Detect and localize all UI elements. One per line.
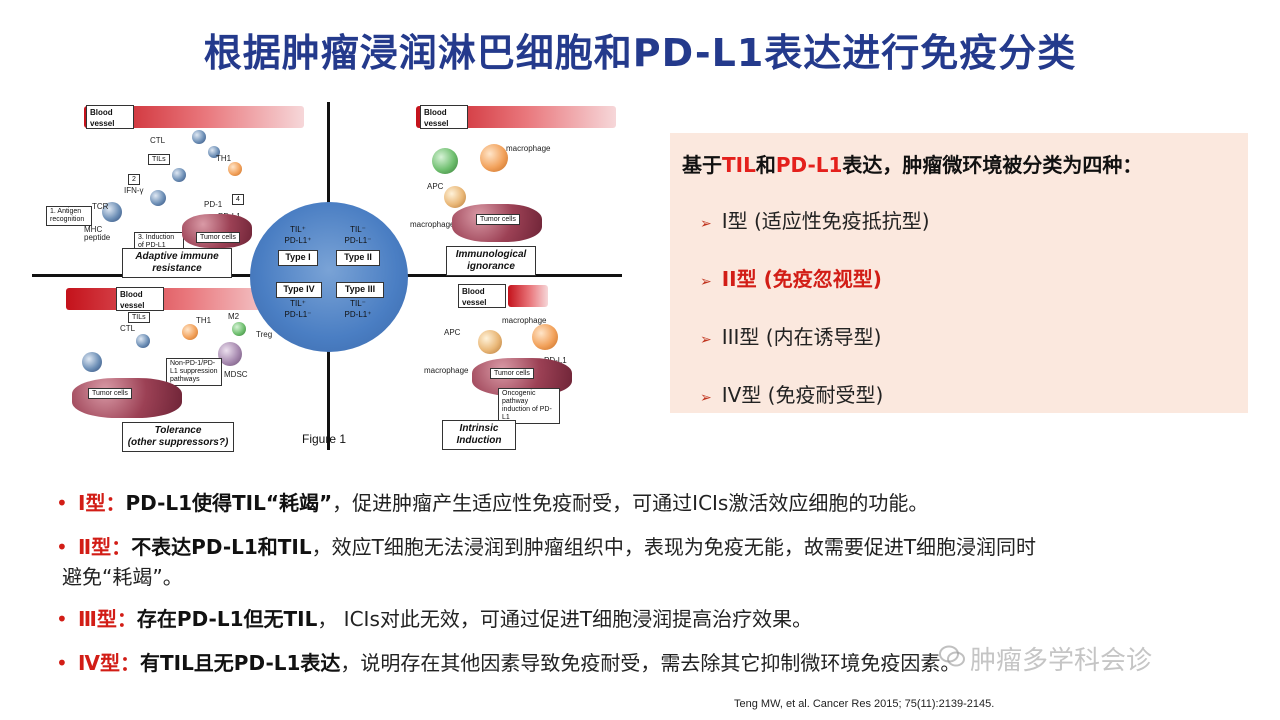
label-mdsc: MDSC bbox=[224, 370, 248, 379]
arrow-bullet-icon: ➢ bbox=[700, 216, 712, 232]
label-macrophage: macrophage bbox=[506, 144, 551, 153]
label-macrophage-2: macrophage bbox=[410, 220, 455, 229]
label-antigen: 1. Antigen recognition bbox=[46, 206, 92, 226]
list-item-type2: ➢II型 (免疫忽视型) bbox=[700, 267, 882, 291]
type4-box: Type IV bbox=[276, 282, 322, 298]
type1-box: Type I bbox=[278, 250, 318, 266]
label-pd1: PD-1 bbox=[204, 200, 223, 209]
label-tils-q3: TILs bbox=[128, 312, 150, 323]
list-item-type1: ➢I型 (适应性免疫抵抗型) bbox=[700, 209, 930, 233]
type4-descriptor: TIL⁺PD-L1⁻ bbox=[284, 299, 312, 319]
th1-cell bbox=[228, 162, 242, 176]
label-mhc: MHC peptide bbox=[84, 225, 111, 242]
label-tumor-q3: Tumor cells bbox=[88, 388, 132, 399]
bullet-type2: • Ⅱ型：不表达PD-L1和TIL，效应T细胞无法浸润到肿瘤组织中，表现为免疫无… bbox=[56, 532, 1036, 592]
blood-vessel-q4 bbox=[508, 285, 548, 307]
label-ctl: CTL bbox=[150, 136, 166, 145]
page-title: 根据肿瘤浸润淋巴细胞和PD-L1表达进行免疫分类 bbox=[203, 31, 1077, 75]
label-tumor-q1: Tumor cells bbox=[196, 232, 240, 243]
blood-vessel-label-q3: Blood vessel bbox=[116, 287, 164, 311]
ctl-cell bbox=[192, 130, 206, 144]
til-cell bbox=[150, 190, 166, 206]
list-item-type4: ➢IV型 (免疫耐受型) bbox=[700, 383, 884, 407]
ctl-cell-q3 bbox=[82, 352, 102, 372]
apc-cell-q4 bbox=[478, 330, 502, 354]
bullet-type1: • Ⅰ型：PD-L1使得TIL“耗竭”，促进肿瘤产生适应性免疫耐受，可通过ICI… bbox=[56, 488, 928, 518]
apc-cell-2 bbox=[444, 186, 466, 208]
arrow-bullet-icon: ➢ bbox=[700, 274, 712, 290]
citation: Teng MW, et al. Cancer Res 2015; 75(11):… bbox=[734, 698, 995, 710]
label-th1: TH1 bbox=[216, 154, 232, 163]
caption-tolerance: Tolerance(other suppressors?) bbox=[122, 422, 234, 452]
label-ctl-q3: CTL bbox=[120, 324, 136, 333]
arrow-bullet-icon: ➢ bbox=[700, 390, 712, 406]
bullet-type3: • Ⅲ型：存在PD-L1但无TIL， ICIs对此无效，可通过促进T细胞浸润提高… bbox=[56, 604, 812, 634]
list-item-type3: ➢III型 (内在诱导型) bbox=[700, 325, 882, 349]
label-treg: Treg bbox=[256, 330, 273, 339]
label-step-2: 2 bbox=[128, 174, 140, 185]
mdsc-cell bbox=[218, 342, 242, 366]
immune-classification-figure: Blood vessel CTL TILs TH1 IFN-γ 2 4 PD-1… bbox=[32, 102, 622, 452]
arrow-bullet-icon: ➢ bbox=[700, 332, 712, 348]
macrophage-cell-q4 bbox=[532, 324, 558, 350]
label-th1-q3: TH1 bbox=[196, 316, 212, 325]
m2-cell bbox=[232, 322, 246, 336]
apc-cell bbox=[480, 144, 508, 172]
label-ifn: IFN-γ bbox=[124, 186, 144, 195]
type3-box: Type III bbox=[336, 282, 384, 298]
watermark: 肿瘤多学科会诊 bbox=[970, 646, 1153, 676]
label-m2: M2 bbox=[228, 312, 240, 321]
bullet-dot-icon: • bbox=[56, 651, 68, 675]
bullet-type4: • Ⅳ型：有TIL且无PD-L1表达，说明存在其他因素导致免疫耐受，需去除其它抑… bbox=[56, 648, 960, 678]
type3-descriptor: TIL⁻PD-L1⁺ bbox=[344, 299, 372, 319]
blood-vessel-label-q2: Blood vessel bbox=[420, 105, 468, 129]
type2-descriptor: TIL⁻PD-L1⁻ bbox=[344, 225, 372, 245]
panel-heading: 基于TIL和PD-L1表达，肿瘤微环境被分类为四种： bbox=[682, 153, 1143, 177]
ctl-cell-large bbox=[102, 202, 122, 222]
classification-panel: 基于TIL和PD-L1表达，肿瘤微环境被分类为四种： ➢I型 (适应性免疫抵抗型… bbox=[670, 133, 1248, 413]
bullet-dot-icon: • bbox=[56, 535, 68, 559]
wechat-watermark-icon bbox=[939, 645, 965, 667]
label-macrophage-q4-2: macrophage bbox=[424, 366, 469, 375]
til-cell bbox=[172, 168, 186, 182]
label-tumor-q2: Tumor cells bbox=[476, 214, 520, 225]
blood-vessel-q1 bbox=[84, 106, 304, 128]
type1-descriptor: TIL⁺PD-L1⁺ bbox=[284, 225, 312, 245]
bullet-dot-icon: • bbox=[56, 491, 68, 515]
ctl-cell bbox=[208, 146, 220, 158]
bullet-dot-icon: • bbox=[56, 607, 68, 631]
blood-vessel-label-q1: Blood vessel bbox=[86, 105, 134, 129]
label-apc-q4: APC bbox=[444, 328, 461, 337]
til-cell-q3 bbox=[136, 334, 150, 348]
label-tumor-q4: Tumor cells bbox=[490, 368, 534, 379]
classification-circle bbox=[250, 202, 408, 352]
th1-cell-q3 bbox=[182, 324, 198, 340]
label-tcr: TCR bbox=[92, 202, 109, 211]
blood-vessel-label-q4: Blood vessel bbox=[458, 284, 506, 308]
label-apc: APC bbox=[427, 182, 444, 191]
label-tils: TILs bbox=[148, 154, 170, 165]
label-macrophage-q4: macrophage bbox=[502, 316, 547, 325]
label-oncogenic: Oncogenic pathway induction of PD-L1 bbox=[498, 388, 560, 424]
label-suppression-pathways: Non-PD-1/PD-L1 suppression pathways bbox=[166, 358, 222, 386]
label-step-4: 4 bbox=[232, 194, 244, 205]
type2-box: Type II bbox=[336, 250, 380, 266]
figure-label: Figure 1 bbox=[302, 432, 347, 446]
macrophage-cell bbox=[432, 148, 458, 174]
